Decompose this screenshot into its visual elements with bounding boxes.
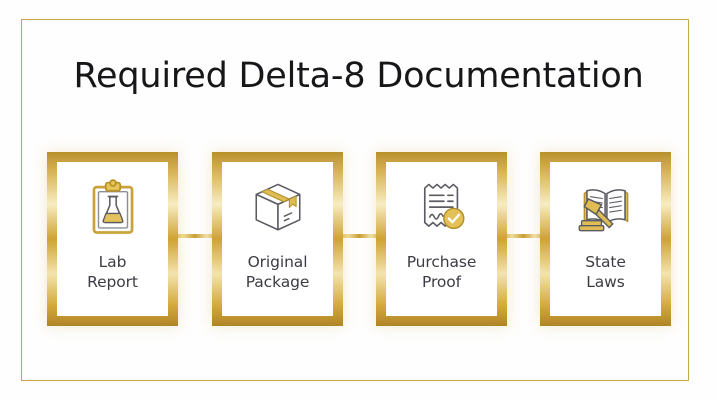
receipt-check-icon xyxy=(411,177,473,239)
card-purchase-proof[interactable]: Purchase Proof xyxy=(376,152,507,326)
card-label-line1: State xyxy=(585,253,626,271)
card-label-line1: Original xyxy=(247,253,308,271)
card-label-line2: Package xyxy=(245,273,310,291)
page-title: Required Delta-8 Documentation xyxy=(73,56,644,96)
card-inner: Purchase Proof xyxy=(386,162,497,316)
card-label: State Laws xyxy=(585,252,626,292)
card-label-line2: Proof xyxy=(421,273,462,291)
card-state-laws[interactable]: State Laws xyxy=(540,152,671,326)
card-inner: Lab Report xyxy=(57,162,168,316)
clipboard-flask-icon xyxy=(82,177,144,239)
card-inner: Original Package xyxy=(222,162,333,316)
connector-3-4 xyxy=(501,234,546,238)
gavel-book-icon xyxy=(575,177,637,239)
card-inner: State Laws xyxy=(550,162,661,316)
card-label: Original Package xyxy=(246,252,310,292)
card-original-package[interactable]: Original Package xyxy=(212,152,343,326)
card-label-line2: Laws xyxy=(586,273,625,291)
card-lab-report[interactable]: Lab Report xyxy=(47,152,178,326)
card-label: Lab Report xyxy=(87,252,138,292)
package-box-icon xyxy=(247,177,309,239)
card-label-line1: Purchase xyxy=(406,253,477,271)
card-label: Purchase Proof xyxy=(407,252,477,292)
card-label-line2: Report xyxy=(87,273,138,291)
connector-1-2 xyxy=(172,234,218,238)
connector-2-3 xyxy=(337,234,382,238)
card-label-line1: Lab xyxy=(98,253,127,271)
